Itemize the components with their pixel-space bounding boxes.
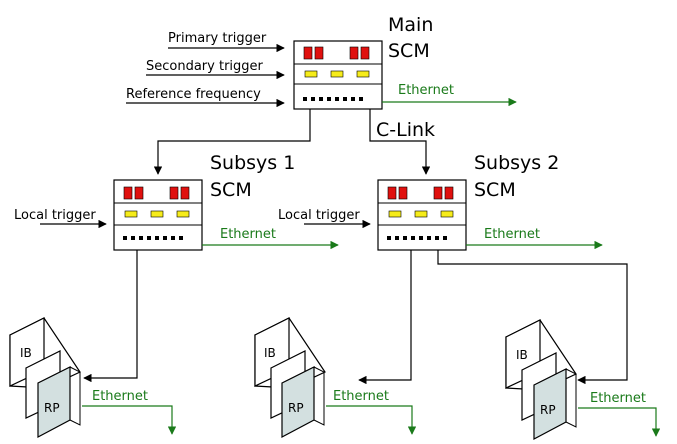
primary-trigger-label: Primary trigger: [168, 31, 267, 46]
port-row: [303, 97, 363, 101]
red-led: [360, 46, 370, 60]
red-led: [180, 186, 190, 200]
crate2-ethernet-label: Ethernet: [333, 389, 389, 404]
red-led: [433, 186, 443, 200]
crate2-ib-label: IB: [264, 346, 276, 360]
crate3-ib-label: IB: [516, 348, 528, 362]
subsys2-local-trigger-label: Local trigger: [278, 208, 360, 223]
yellow-led: [124, 210, 138, 218]
crate1-rp-label: RP: [44, 401, 60, 415]
port-row: [123, 236, 183, 240]
red-led: [123, 186, 133, 200]
crate3-ethernet-label: Ethernet: [590, 391, 646, 406]
crate3-rp-label: RP: [540, 403, 556, 417]
red-led: [398, 186, 408, 200]
crate1-ib-label: IB: [20, 346, 32, 360]
yellow-led: [176, 210, 190, 218]
main-scm-title-line2: SCM: [388, 40, 430, 62]
subsys2-title-line1: Subsys 2: [474, 152, 559, 174]
yellow-led: [414, 210, 428, 218]
subsys2-scm: Subsys 2 SCM Local trigger Ethernet: [278, 152, 628, 385]
c-link-label: C-Link: [376, 119, 435, 141]
yellow-led: [330, 70, 344, 78]
red-led: [349, 46, 359, 60]
red-led: [169, 186, 179, 200]
red-led: [387, 186, 397, 200]
yellow-led: [356, 70, 370, 78]
yellow-led: [440, 210, 454, 218]
red-led: [303, 46, 313, 60]
subsys1-title-line2: SCM: [210, 179, 252, 201]
crate1-ethernet-label: Ethernet: [92, 389, 148, 404]
crate-1: IB RP Ethernet: [9, 317, 177, 438]
subsys1-title-line1: Subsys 1: [210, 152, 295, 174]
red-led: [314, 46, 324, 60]
c-link-connections: C-Link: [153, 109, 435, 175]
subsys2-title-line2: SCM: [474, 179, 516, 201]
main-scm-title-line1: Main: [388, 14, 433, 36]
subsys2-ethernet-label: Ethernet: [484, 227, 540, 242]
reference-frequency-label: Reference frequency: [126, 87, 261, 102]
subsys1-ethernet-label: Ethernet: [220, 227, 276, 242]
yellow-led: [304, 70, 318, 78]
main-ethernet-label: Ethernet: [398, 83, 454, 98]
crate-2: IB RP Ethernet: [254, 317, 417, 438]
crate2-rp-label: RP: [288, 401, 304, 415]
red-led: [444, 186, 454, 200]
subsys1-local-trigger-label: Local trigger: [14, 208, 96, 223]
secondary-trigger-label: Secondary trigger: [146, 59, 264, 74]
subsys1-scm: Subsys 1 SCM Local trigger Ethernet: [14, 152, 339, 383]
yellow-led: [388, 210, 402, 218]
red-led: [134, 186, 144, 200]
port-row: [387, 236, 447, 240]
yellow-led: [150, 210, 164, 218]
main-scm: Main SCM Primary trigger Secondary trigg…: [126, 14, 517, 110]
crate-3: IB RP Ethernet: [505, 319, 661, 440]
